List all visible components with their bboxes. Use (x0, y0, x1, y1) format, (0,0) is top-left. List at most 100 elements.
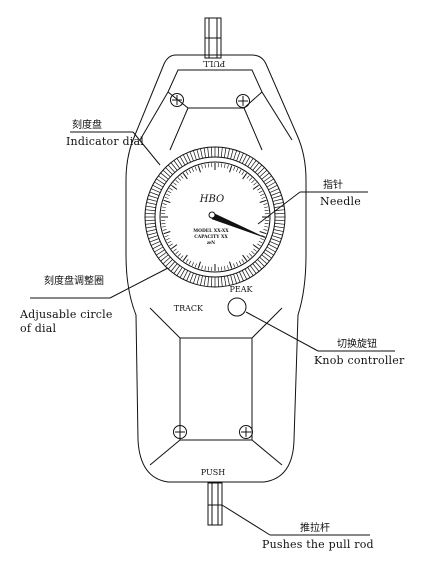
knurl-line (234, 274, 237, 284)
knurl-line (150, 239, 159, 243)
dial-tick (227, 165, 228, 169)
knurl-line (190, 273, 194, 282)
knurl-line (153, 244, 162, 249)
dial-tick (242, 171, 244, 174)
dial-assembly: HBO MODEL XX-XX CAPACITY XX æN (145, 147, 285, 287)
needle-en: Needle (320, 195, 361, 208)
needle-cn: 指针 (323, 178, 343, 191)
dial-tick (259, 241, 263, 243)
dial-tick (183, 173, 187, 179)
knurl-line (218, 277, 219, 287)
knurl-line (224, 148, 226, 158)
knurl-line (187, 153, 191, 162)
callout-adjusting-circle: 刻度盘调整圈 Adjusable circle of dial (19, 268, 168, 335)
dial-tick (195, 167, 196, 171)
dial-tick (166, 238, 170, 240)
dial-tick (264, 207, 268, 208)
dial-tick (198, 166, 200, 173)
dial-tick (192, 168, 194, 172)
dial-tick (236, 168, 238, 172)
screw-top-right (237, 95, 250, 108)
dial-tick (189, 261, 191, 265)
dial-tick (164, 200, 171, 202)
dial-tick (169, 244, 172, 246)
knob-controller[interactable] (228, 298, 246, 316)
knob-peak-label: PEAK (230, 285, 254, 294)
knurl-line (270, 241, 279, 245)
knurl-line (147, 233, 157, 236)
knurl-line (204, 148, 206, 158)
knurl-line (239, 272, 243, 281)
dial-tick (181, 175, 184, 178)
dial-tick (247, 175, 250, 178)
knurl-line (224, 276, 226, 286)
dial-tick (265, 210, 269, 211)
knurl-line (231, 149, 234, 159)
knurl-line (147, 199, 157, 202)
dial-tick (189, 170, 191, 174)
knurl-line (145, 223, 155, 224)
knurl-line (150, 192, 159, 196)
knurl-line (273, 233, 283, 236)
dial-tick (176, 251, 179, 254)
dial-tick (243, 255, 247, 261)
knurl-line (153, 185, 162, 190)
knurl-line (273, 199, 283, 202)
dial-tick (205, 266, 206, 270)
dial-tick (163, 204, 167, 205)
knurl-line (237, 273, 241, 282)
knurl-line (271, 192, 280, 196)
dial-tick (205, 164, 206, 168)
indicator-dial-en: Indicator dial (66, 135, 144, 148)
top-rod (205, 18, 221, 58)
knurl-line (200, 149, 202, 159)
dial-tick (165, 235, 169, 236)
knurl-line (147, 202, 157, 204)
knurl-line (197, 149, 200, 159)
pull-rod-en: Pushes the pull rod (262, 538, 374, 551)
dial-tick (202, 265, 203, 269)
knurl-line (268, 185, 277, 190)
dial-tick (181, 256, 184, 259)
knurl-line (183, 155, 188, 164)
dial-tick (261, 197, 265, 198)
knurl-line (147, 229, 157, 231)
bottom-rod (208, 483, 222, 525)
dial-tick (178, 253, 181, 256)
dial-tick (257, 244, 260, 246)
adjusting-circle-cn: 刻度盘调整圈 (44, 274, 104, 287)
dial-tick (165, 197, 169, 198)
dial-tick (264, 226, 268, 227)
dial-tick (239, 261, 241, 265)
screw-bottom-left (174, 426, 187, 439)
dial-tick (243, 173, 247, 179)
knob-track-label: TRACK (174, 304, 204, 313)
dial-tick (247, 256, 250, 259)
dial-tick (224, 164, 225, 168)
knurl-line (211, 147, 212, 157)
screw-bottom-right (240, 426, 253, 439)
knurl-line (151, 189, 160, 193)
dial-tick (233, 263, 234, 267)
knurl-line (274, 202, 284, 204)
dial-tick (221, 163, 222, 167)
knurl-line (146, 226, 156, 228)
dial-tick (254, 249, 257, 252)
dial-tick (224, 266, 225, 270)
dial-tick (253, 185, 259, 189)
dial-tick (164, 232, 171, 234)
knurl-line (270, 189, 279, 193)
callout-pull-rod: 推拉杆 Pushes the pull rod (222, 505, 374, 551)
callout-indicator-dial: 刻度盘 Indicator dial (66, 118, 160, 165)
knurl-line (208, 277, 209, 287)
dial-tick (208, 163, 209, 167)
knurl-line (227, 276, 229, 286)
dial-tick (195, 263, 196, 267)
dial-tick (263, 229, 267, 230)
dial-tick (163, 229, 167, 230)
knurl-line (227, 149, 229, 159)
adjusting-circle-en-line1: Adjusable circle (19, 308, 113, 321)
knurl-line (274, 226, 284, 228)
adjusting-circle-en-line2: of dial (20, 322, 57, 335)
